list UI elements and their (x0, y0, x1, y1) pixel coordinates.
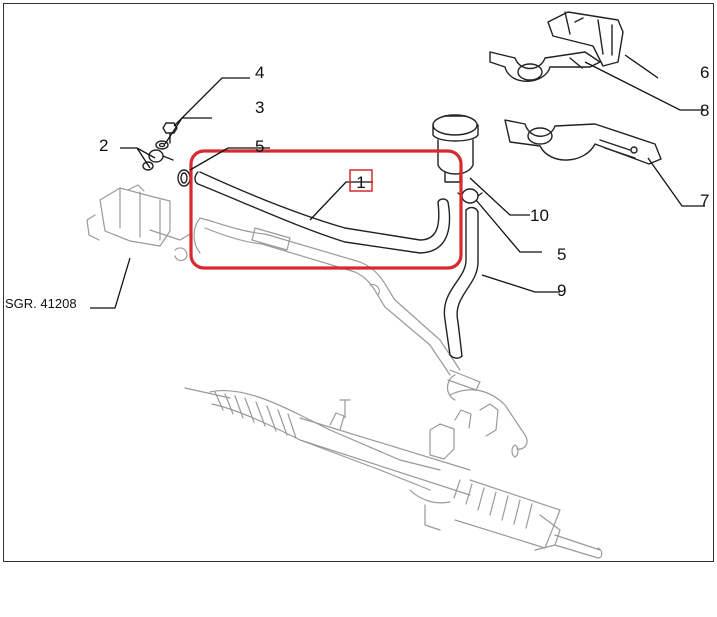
banjo-fitting-part-2 (142, 149, 174, 171)
callout-9: 9 (557, 281, 566, 300)
return-pipe (193, 217, 461, 376)
fluid-reservoir-part-10 (432, 114, 479, 183)
callout-3: 3 (255, 98, 264, 117)
callout-1: 1 (356, 173, 365, 192)
return-hose-part-9 (443, 206, 479, 359)
feed-hose-part-1 (194, 171, 451, 254)
callout-4: 4 (255, 63, 264, 82)
callout-1-box (349, 169, 373, 192)
callout-8: 8 (700, 101, 709, 120)
power-steering-pump (86, 184, 191, 262)
diagram-frame (3, 3, 714, 562)
reference-label: SGR. 41208 (5, 296, 77, 311)
callout-2: 2 (99, 136, 108, 155)
bracket-part-6 (547, 11, 624, 67)
callout-6: 6 (700, 63, 709, 82)
steering-rack (184, 369, 603, 559)
hose-clamp-part-5-left (177, 169, 191, 187)
highlight-box (189, 149, 463, 270)
bracket-part-7 (504, 119, 662, 165)
callout-5-right: 5 (557, 245, 566, 264)
callout-5-left: 5 (255, 137, 264, 156)
hose-clamp-part-5-right (457, 188, 483, 204)
callout-7: 7 (700, 191, 709, 210)
leader-lines (90, 54, 705, 309)
callout-10: 10 (530, 206, 549, 225)
bracket-part-8 (489, 51, 601, 82)
